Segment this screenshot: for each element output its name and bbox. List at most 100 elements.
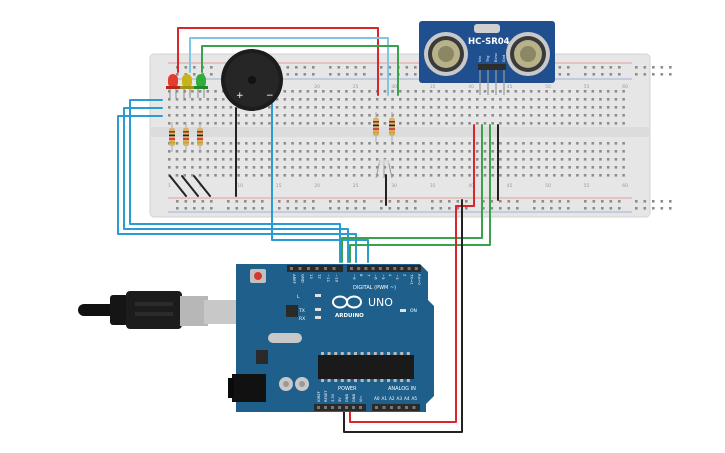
- resistor[interactable]: [373, 112, 379, 142]
- sensor-pin-label: Trig: [486, 56, 490, 63]
- led-yellow[interactable]: [180, 74, 194, 98]
- digital-pin-label: RX←0: [417, 274, 422, 285]
- wire-green-top: [201, 45, 399, 96]
- resistor[interactable]: [389, 112, 395, 142]
- power-pin-label: GND: [352, 394, 356, 402]
- column-number: 45: [507, 183, 513, 189]
- analog-header: [372, 404, 420, 411]
- digital-pin-label: 8: [359, 274, 364, 277]
- wire-black-jumper-1: [169, 175, 187, 197]
- column-number: 1: [168, 183, 171, 189]
- wire-red-5v: [349, 124, 475, 423]
- led-rx: [315, 316, 321, 319]
- digital-pin-label: ~11: [326, 274, 331, 283]
- model-label: UNO: [368, 296, 393, 309]
- wire-blue-3: [117, 115, 357, 263]
- wire-lightblue-top: [189, 37, 389, 96]
- column-number: 60: [622, 183, 628, 189]
- column-number: 30: [391, 183, 397, 189]
- brand-label: ARDUINO: [335, 313, 364, 319]
- digital-pin-label: GND: [301, 274, 306, 283]
- buzzer-plus-label: +: [236, 91, 244, 101]
- digital-label: DIGITAL (PWM ~): [353, 285, 396, 291]
- buzzer-minus-label: −: [266, 91, 274, 101]
- led-l: [315, 294, 321, 297]
- wires: [117, 27, 499, 433]
- column-number: 40: [468, 84, 474, 90]
- column-number: 10: [237, 183, 243, 189]
- resistor[interactable]: [183, 122, 189, 152]
- column-number: 45: [507, 84, 513, 90]
- breadboard-holes: [168, 66, 672, 210]
- power-pin-label: 5V: [338, 397, 342, 402]
- wire-black-jumper-2: [181, 175, 199, 197]
- wire-green-1: [341, 124, 483, 263]
- regulator: [256, 350, 268, 364]
- digital-pin-label: ~5: [381, 274, 386, 280]
- analog-pin-label: A0: [374, 396, 380, 401]
- ultrasonic-sensor[interactable]: HC-SR04 Vcc Trig Echo Gnd: [419, 21, 555, 95]
- wire-green-2: [349, 124, 491, 263]
- led-red[interactable]: [166, 74, 180, 98]
- sensor-model-label: HC-SR04: [468, 37, 510, 47]
- sensor-pin-label: Gnd: [502, 55, 506, 62]
- digital-pin-label: 4: [388, 274, 393, 277]
- analog-label: ANALOG IN: [388, 386, 416, 392]
- power-pin-label: RESET: [324, 390, 328, 402]
- column-number: 35: [430, 84, 436, 90]
- wire-red-top: [177, 27, 379, 96]
- led-l-label: L: [297, 294, 300, 300]
- wire-black-jumper-3: [193, 175, 211, 197]
- column-number: 55: [584, 84, 590, 90]
- column-number: 60: [622, 84, 628, 90]
- power-jack[interactable]: [232, 374, 266, 402]
- led-green[interactable]: [194, 74, 208, 98]
- column-number: 35: [430, 183, 436, 189]
- analog-pin-label: A2: [389, 396, 395, 401]
- column-number: 50: [545, 183, 551, 189]
- rgb-led[interactable]: [375, 159, 393, 179]
- digital-pin-label: TX→1: [410, 273, 415, 285]
- power-pin-label: 3.3V: [331, 393, 335, 402]
- power-label: POWER: [338, 386, 357, 392]
- digital-pin-label: ~3: [395, 274, 400, 280]
- sensor-pin-label: Vcc: [478, 56, 482, 62]
- usb-chip: [286, 305, 298, 317]
- wire-black-arduino-gnd: [343, 199, 463, 433]
- analog-pin-label: A5: [412, 396, 418, 401]
- digital-pin-label: AREF: [292, 274, 297, 284]
- resistor[interactable]: [197, 122, 203, 152]
- led-tx: [315, 308, 321, 311]
- column-number: 15: [276, 183, 282, 189]
- power-pin-label: GND: [345, 394, 349, 402]
- led-rx-label: RX: [299, 316, 305, 322]
- header-left: [287, 265, 343, 272]
- buzzer[interactable]: + −: [221, 49, 283, 111]
- power-pin-label: Vin: [359, 396, 363, 402]
- digital-pin-label: 13: [309, 274, 314, 279]
- digital-pin-label: 12: [318, 274, 323, 279]
- column-number: 20: [314, 84, 320, 90]
- sensor-pin-label: Echo: [494, 53, 498, 62]
- column-number: 5: [199, 183, 202, 189]
- column-number: 20: [314, 183, 320, 189]
- digital-pin-label: 2: [402, 274, 407, 277]
- usb-cable[interactable]: [78, 291, 240, 329]
- column-number: 30: [391, 84, 397, 90]
- analog-pin-label: A4: [404, 396, 410, 401]
- column-number: 25: [353, 84, 359, 90]
- digital-pin-label: 7: [366, 274, 371, 277]
- resistor-group: [169, 112, 395, 152]
- atmega-chip: [318, 355, 414, 379]
- crystal: [268, 333, 302, 343]
- analog-pin-label: A1: [382, 396, 388, 401]
- header-right: [347, 265, 421, 272]
- digital-pin-label: ~9: [352, 274, 357, 280]
- digital-pin-label: ~10: [335, 274, 340, 283]
- column-number: 40: [468, 183, 474, 189]
- resistor[interactable]: [169, 122, 175, 152]
